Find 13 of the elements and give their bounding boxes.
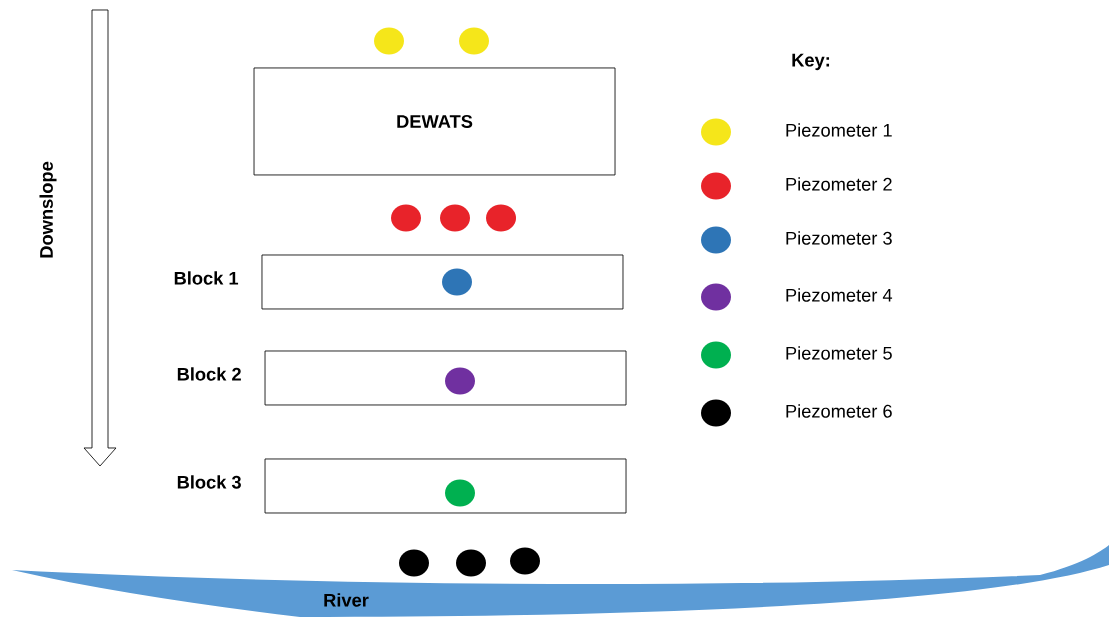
block-label: Block 1	[174, 271, 239, 285]
legend-label: Piezometer 2	[786, 177, 892, 191]
block-label: Block 2	[177, 367, 241, 381]
process-box: DEWATS	[253, 67, 616, 176]
legend-title: Key:	[792, 53, 830, 71]
legend-label: Piezometer 3	[786, 231, 892, 245]
legend-label: Piezometer 5	[786, 346, 892, 360]
legend-label: Piezometer 6	[786, 404, 892, 418]
river-label: River	[324, 593, 369, 607]
direction-label: Downslope	[39, 161, 57, 258]
legend-label: Piezometer 1	[786, 123, 892, 137]
block-label: Block 3	[177, 475, 241, 489]
legend-label: Piezometer 4	[786, 288, 893, 302]
